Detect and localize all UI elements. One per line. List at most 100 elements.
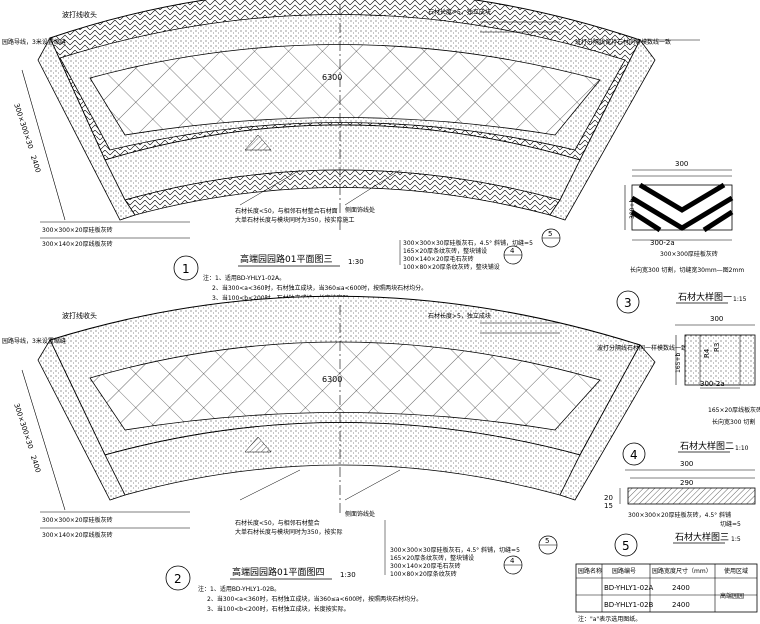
plan2-bottom-left-2: 300×140×20厚线板灰砖 bbox=[42, 531, 113, 539]
plan2-label-center-c: 侧面饰线处 bbox=[345, 510, 375, 518]
detail3-dim-top: 300 bbox=[680, 460, 693, 468]
detail1-chevrons bbox=[630, 182, 734, 233]
plan1-inner-field bbox=[89, 44, 601, 136]
plan1-label-right: 班打分隔线保持石材同等模数线一致 bbox=[575, 38, 671, 46]
detail1-number: 3 bbox=[624, 296, 632, 310]
plan1-left-dim-b: 2400 bbox=[29, 154, 42, 173]
plan2-note-2: 2、当300<a<360时，石材独立成块，当360≤a<600时，按照两块石材均… bbox=[207, 595, 422, 603]
detail3-dim-inner: 290 bbox=[680, 479, 693, 487]
detail2-number-circle bbox=[622, 442, 646, 466]
detail3-section bbox=[627, 487, 756, 505]
plan1-label-center-a: 石材长度<50，与相邻石材整合石材面 bbox=[235, 207, 338, 215]
plan2-label-right: 波打分隔线石材同一样模数线一致 bbox=[597, 344, 687, 352]
detail3-number: 5 bbox=[622, 539, 630, 553]
detail1-note: 长向宽300 切割，切缝宽30mm—图2mm bbox=[630, 266, 744, 274]
plan2-label-center-b: 大单石材长度与模块同时为350，按实际 bbox=[235, 528, 342, 536]
detail2-note: 长向宽300 切割 bbox=[712, 418, 755, 426]
plan1-legend-4: 100×80×20厚条纹灰砖，整块铺设 bbox=[403, 263, 500, 271]
plan2-label-center-a: 石材长度<50，与相邻石材整合 bbox=[235, 519, 320, 527]
detail1-scale: 1:15 bbox=[733, 296, 747, 303]
table-cell: 高端园园 bbox=[720, 592, 744, 600]
detail1-dim-bottom: 300-2a bbox=[650, 239, 675, 247]
plan-1: 波打线收头 园路导线，3米设置缩缝 石材长度>5，独立成块 班打分隔线保持石材同… bbox=[2, 0, 700, 302]
plan2-number: 2 bbox=[174, 572, 182, 586]
detail-3: 300 290 20 15 300×300×20厚硅板灰砖，4.5° 斜铺 切缝… bbox=[604, 460, 756, 557]
plan1-title: 高端园园路01平面图三 bbox=[240, 253, 332, 265]
plan1-scale: 1:30 bbox=[348, 258, 364, 266]
plan1-ref-b: 5 bbox=[548, 230, 552, 238]
plan1-label-center-b: 大单石材长度与模块同时为350，按实际施工 bbox=[235, 216, 354, 224]
plan1-legend-2: 165×20厚条纹灰砖，整块铺设 bbox=[403, 247, 487, 255]
plan1-label-mid: 6300 bbox=[322, 73, 342, 82]
detail2-r4: R4 bbox=[703, 348, 711, 358]
plan2-left-dim-a: 300×300×30 bbox=[12, 402, 34, 450]
plan1-label-top-right: 石材长度>5，独立成块 bbox=[428, 8, 491, 16]
detail1-dim-top: 300 bbox=[675, 160, 688, 168]
plan2-number-circle bbox=[165, 565, 191, 591]
detail-2: 300 R4 R3 165+b 300-2a 165×20厚线板灰砖 长向宽30… bbox=[622, 315, 760, 466]
plan1-label-center-c: 侧面饰线处 bbox=[345, 206, 375, 214]
plan2-note-3: 3、当100<b<200时，石材独立成块，长度按实际。 bbox=[207, 605, 350, 613]
plan2-legend-2: 165×20厚条纹灰砖，整块铺设 bbox=[390, 554, 474, 562]
detail2-dim-inner: 300-2a bbox=[700, 380, 725, 388]
table-cell: BD-YHLY1-02A bbox=[604, 584, 654, 592]
table-cell: BD-YHLY1-02B bbox=[604, 601, 654, 609]
plan1-ref-a: 4 bbox=[510, 247, 515, 255]
detail2-r3: R3 bbox=[713, 343, 721, 352]
plan2-label-top-right: 石材长度>5，独立成块 bbox=[428, 312, 491, 320]
plan2-label-top-left: 波打线收头 bbox=[62, 311, 97, 320]
plan1-note-1: 注：1、适用BD-YHLY1-02A。 bbox=[203, 274, 285, 282]
detail2-dim-left: 165+b bbox=[675, 353, 682, 373]
plan2-note-1: 注：1、适用BD-YHLY1-02B。 bbox=[198, 585, 280, 593]
detail1-caption: 300×300厚硅板灰砖 bbox=[660, 250, 718, 258]
plan2-legend-4: 100×80×20厚条纹灰砖 bbox=[390, 570, 457, 578]
detail3-scale: 1:5 bbox=[731, 536, 741, 543]
plan2-label-far-left: 园路导线，3米设置缩缝 bbox=[2, 337, 66, 345]
detail2-number: 4 bbox=[630, 448, 638, 462]
table-header-1: 园路名称 bbox=[578, 567, 602, 575]
detail3-dim-side-b: 15 bbox=[604, 502, 613, 510]
plan1-bottom-left-2: 300×140×20厚线板灰砖 bbox=[42, 240, 113, 248]
table-cell: 2400 bbox=[672, 601, 690, 609]
detail1-number-circle bbox=[616, 290, 640, 314]
plan1-note-2: 2、当300<a<360时，石材独立成块，当360≤a<600时，按照两块石材均… bbox=[212, 284, 427, 292]
detail3-dim-side-a: 20 bbox=[604, 494, 613, 502]
detail3-number-circle bbox=[614, 533, 638, 557]
detail2-title: 石材大样图二 bbox=[680, 440, 734, 452]
plan1-number-circle bbox=[173, 255, 199, 281]
plan2-label-mid: 6300 bbox=[322, 375, 342, 384]
detail2-tile bbox=[684, 334, 756, 386]
detail2-dim-top: 300 bbox=[710, 315, 723, 323]
table-header-3: 园路宽度尺寸（mm） bbox=[652, 567, 712, 575]
plan2-ref-a: 4 bbox=[510, 557, 515, 565]
plan2-left-dim-b: 2400 bbox=[29, 454, 42, 473]
plan1-left-dim-a: 300×300×30 bbox=[12, 102, 34, 150]
plan1-bottom-left-1: 300×300×20厚硅板灰砖 bbox=[42, 226, 113, 234]
table-cell: 2400 bbox=[672, 584, 690, 592]
plan2-title: 高端园园路01平面图四 bbox=[232, 566, 324, 578]
detail1-title: 石材大样图一 bbox=[678, 291, 732, 303]
plan2-legend-3: 300×140×20厚毛石灰砖 bbox=[390, 562, 461, 570]
plan2-ref-b: 5 bbox=[545, 537, 549, 545]
plan2-bottom-left-1: 300×300×20厚硅板灰砖 bbox=[42, 516, 113, 524]
detail1-dim-left: 300+b bbox=[629, 199, 636, 219]
detail3-note: 切缝=5 bbox=[720, 520, 741, 528]
plan2-scale: 1:30 bbox=[340, 571, 356, 579]
plan1-number: 1 bbox=[182, 262, 190, 276]
table-header-4: 使用区域 bbox=[724, 567, 748, 575]
table-header-2: 园路编号 bbox=[612, 567, 636, 575]
detail2-scale: 1:10 bbox=[735, 445, 749, 452]
plan-2: 波打线收头 园路导线，3米设置缩缝 石材长度>5，独立成块 波打分隔线石材同一样… bbox=[2, 295, 687, 613]
table-footnote: 注："a"表示选用图纸。 bbox=[578, 615, 641, 623]
plan1-legend-3: 300×140×20厚毛石灰砖 bbox=[403, 255, 474, 263]
plan1-legend-1: 300×300×30厚硅板灰石，4.5° 斜铺，切缝=5 bbox=[403, 239, 533, 247]
road-table: 园路名称 园路编号 园路宽度尺寸（mm） 使用区域 BD-YHLY1-02A 2… bbox=[575, 563, 758, 623]
detail-1: 300 300+b 300-2a 300×300厚硅板灰砖 长向宽300 切割，… bbox=[616, 160, 747, 314]
plan2-legend-1: 300×300×30厚硅板灰石，4.5° 斜铺，切缝=5 bbox=[390, 546, 520, 554]
detail2-caption: 165×20厚线板灰砖 bbox=[708, 406, 760, 414]
detail3-caption: 300×300×20厚硅板灰砖，4.5° 斜铺 bbox=[628, 511, 731, 519]
detail3-title: 石材大样图三 bbox=[675, 531, 729, 543]
plan1-label-far-left: 园路导线，3米设置缩缝 bbox=[2, 38, 66, 46]
plan1-label-top-left: 波打线收头 bbox=[62, 10, 97, 19]
